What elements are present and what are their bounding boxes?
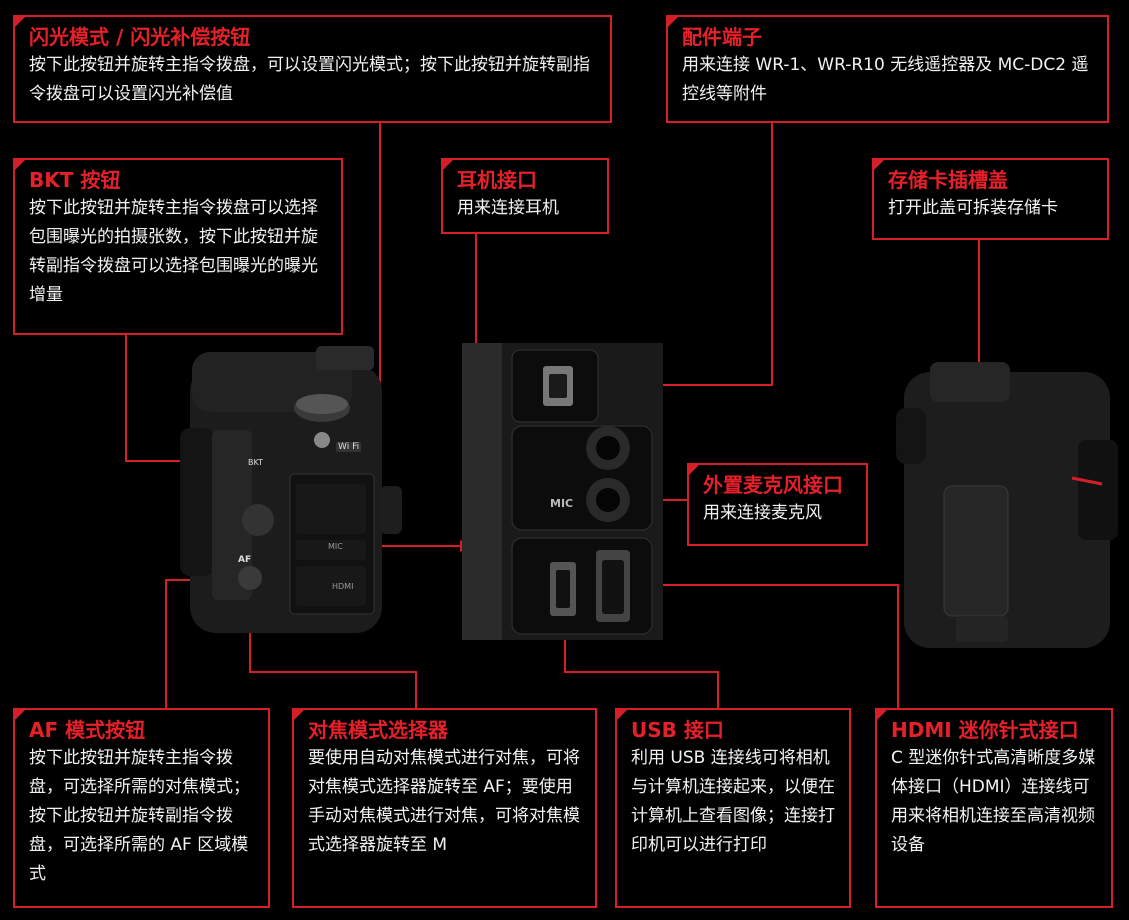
camera-wifi-label: Wi Fi (336, 442, 362, 452)
port-closeup-illustration (462, 343, 663, 640)
callout-mic-jack-body: 用来连接麦克风 (703, 503, 822, 523)
callout-flash-mode-title: 闪光模式 / 闪光补偿按钮 (29, 25, 251, 49)
callout-headphone-jack-body: 用来连接耳机 (457, 198, 559, 218)
callout-bkt-button-title: BKT 按钮 (29, 168, 121, 192)
callout-hdmi-port-title: HDMI 迷你针式接口 (891, 718, 1079, 742)
camera-bkt-label: BKT (248, 458, 263, 467)
callout-af-mode-button-title: AF 模式按钮 (29, 718, 146, 742)
callout-bkt-button-body: 按下此按钮并旋转主指令拨盘可以选择包围曝光的拍摄张数，按下此按钮并旋转副指令拨盘… (29, 198, 318, 305)
callout-mic-jack-title: 外置麦克风接口 (703, 473, 843, 497)
callout-usb-port-title: USB 接口 (631, 718, 724, 742)
camera-left-illustration (180, 346, 402, 633)
callout-focus-mode-selector-body: 要使用自动对焦模式进行对焦，可将对焦模式选择器旋转至 AF；要使用手动对焦模式进… (308, 748, 580, 855)
callout-af-mode-button-body: 按下此按钮并旋转主指令拨盘，可选择所需的对焦模式；按下此按钮并旋转副指令拨盘，可… (29, 748, 250, 884)
callout-memory-card-cover-title: 存储卡插槽盖 (888, 168, 1008, 192)
camera-mic-label: MIC (328, 542, 343, 551)
callout-flash-mode-body: 按下此按钮并旋转主指令拨盘，可以设置闪光模式；按下此按钮并旋转副指令拨盘可以设置… (29, 55, 590, 104)
connector-hdmi (612, 584, 899, 708)
callout-hdmi-port-body: C 型迷你针式高清晰度多媒体接口（HDMI）连接线可用来将相机连接至高清视频设备 (891, 748, 1096, 855)
callout-mic-jack: 外置麦克风接口 用来连接麦克风 (687, 463, 868, 546)
callout-focus-mode-selector: 对焦模式选择器 要使用自动对焦模式进行对焦，可将对焦模式选择器旋转至 AF；要使… (292, 708, 597, 908)
callout-usb-port-body: 利用 USB 连接线可将相机与计算机连接起来，以便在计算机上查看图像；连接打印机… (631, 748, 835, 855)
camera-right-illustration (896, 362, 1118, 648)
closeup-mic-label: MIC (550, 497, 574, 510)
camera-hdmi-label: HDMI (332, 582, 354, 591)
callout-hdmi-port: HDMI 迷你针式接口 C 型迷你针式高清晰度多媒体接口（HDMI）连接线可用来… (875, 708, 1113, 908)
camera-af-label: AF (238, 555, 252, 565)
connector-focus (249, 600, 417, 708)
callout-accessory-terminal-body: 用来连接 WR-1、WR-R10 无线遥控器及 MC-DC2 遥控线等附件 (682, 55, 1089, 104)
callout-accessory-terminal-title: 配件端子 (682, 25, 762, 49)
callout-focus-mode-selector-title: 对焦模式选择器 (308, 718, 448, 742)
callout-af-mode-button: AF 模式按钮 按下此按钮并旋转主指令拨盘，可选择所需的对焦模式；按下此按钮并旋… (13, 708, 270, 908)
callout-bkt-button: BKT 按钮 按下此按钮并旋转主指令拨盘可以选择包围曝光的拍摄张数，按下此按钮并… (13, 158, 343, 335)
callout-flash-mode: 闪光模式 / 闪光补偿按钮 按下此按钮并旋转主指令拨盘，可以设置闪光模式；按下此… (13, 15, 612, 123)
callout-memory-card-cover: 存储卡插槽盖 打开此盖可拆装存储卡 (872, 158, 1109, 240)
callout-usb-port: USB 接口 利用 USB 连接线可将相机与计算机连接起来，以便在计算机上查看图… (615, 708, 851, 908)
callout-memory-card-cover-body: 打开此盖可拆装存储卡 (888, 198, 1058, 218)
callout-headphone-jack: 耳机接口 用来连接耳机 (441, 158, 609, 234)
callout-headphone-jack-title: 耳机接口 (457, 168, 537, 192)
callout-accessory-terminal: 配件端子 用来连接 WR-1、WR-R10 无线遥控器及 MC-DC2 遥控线等… (666, 15, 1109, 123)
